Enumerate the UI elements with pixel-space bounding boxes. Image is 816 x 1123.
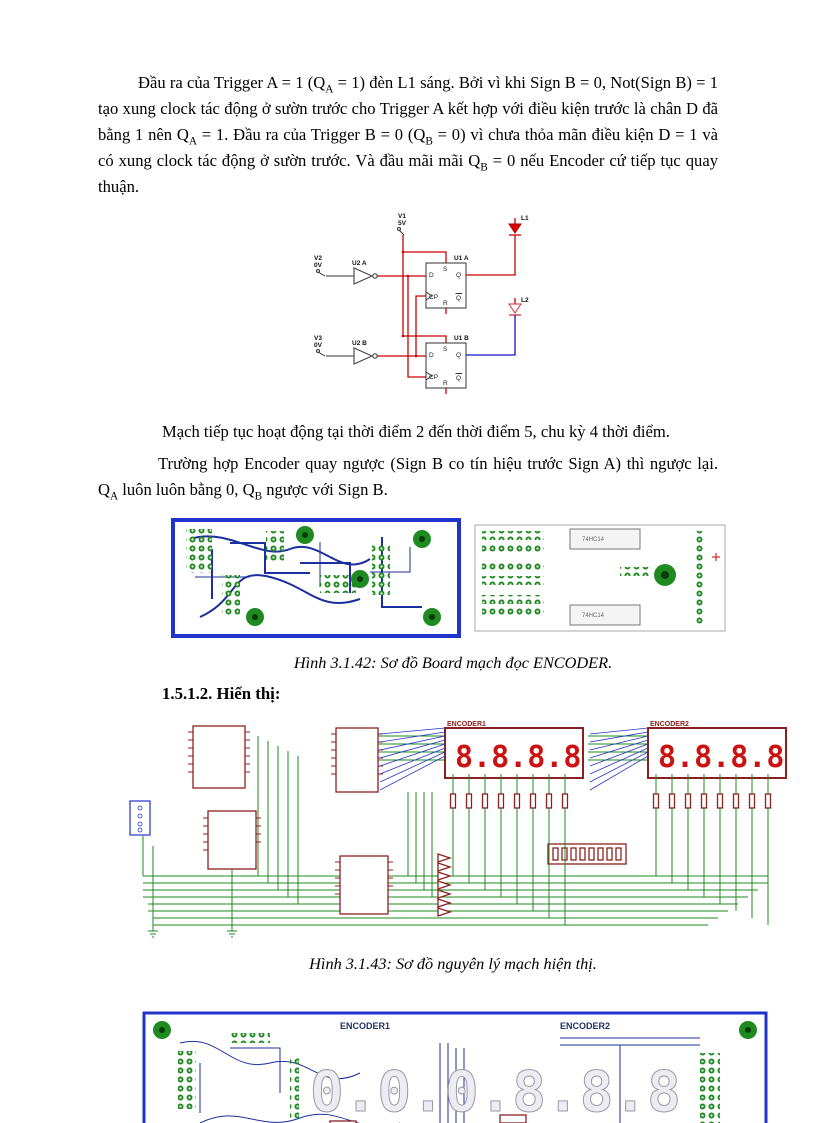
encoder2-label: ENCODER2	[650, 721, 689, 728]
chip-label: 74HC14	[582, 613, 605, 619]
component-footprint	[499, 1114, 527, 1123]
v2-label: V2	[314, 255, 322, 262]
green-wires	[142, 735, 768, 926]
board-copper-side	[171, 518, 461, 638]
display-board-image: ENCODER1 ENCODER2 0.0.0.8.8.8	[142, 1011, 768, 1123]
figure-caption-43: Hình 3.1.43: Sơ đồ nguyên lý mạch hiện t…	[309, 954, 597, 973]
u1a-pin-qbar: Q	[456, 295, 461, 302]
display-board-figure: ENCODER1 ENCODER2 0.0.0.8.8.8	[140, 1003, 770, 1123]
source-v1: V1 5V	[397, 213, 407, 252]
board-encoder2-label: ENCODER2	[560, 1021, 610, 1031]
ground-symbol	[148, 869, 237, 938]
u1b-pin-qbar: Q	[456, 375, 461, 382]
v3-label: V3	[314, 335, 322, 342]
ghost-digits: 0.0.0.8.8.8	[310, 1060, 681, 1123]
pad-array	[290, 1058, 299, 1118]
board-component-side: 74HC14 74HC14	[474, 524, 726, 632]
mounting-hole	[423, 608, 441, 626]
board-outline	[142, 1011, 768, 1123]
v1-label: V1	[398, 213, 406, 220]
u1a-pin-q: Q	[456, 272, 461, 279]
pad-array	[178, 1051, 196, 1109]
pad-array	[230, 1033, 270, 1043]
u1a-pin-r: R	[443, 300, 448, 307]
u1a-pin-cp: CP	[429, 294, 438, 301]
u1b-label: U1 B	[454, 335, 469, 342]
seven-seg-display-1: ENCODER1 8.8.8.8	[444, 721, 584, 779]
u1b-pin-cp: CP	[429, 374, 438, 381]
paragraph-reverse-case: Trường hợp Encoder quay ngược (Sign B co…	[98, 454, 718, 503]
cross-wire-a	[407, 276, 426, 378]
mounting-hole	[413, 530, 431, 548]
ic-block	[203, 810, 261, 870]
display1-resistors	[449, 774, 569, 925]
u1b-pin-r: R	[443, 380, 448, 387]
mounting-hole	[246, 608, 264, 626]
encoder-board-image: 74HC14 74HC14	[171, 518, 726, 638]
page-content: Đầu ra của Trigger A = 1 (QA = 1) đèn L1…	[98, 70, 787, 1123]
flipflop-u1b: U1 B D CP S R Q Q	[425, 335, 469, 394]
v3-value: 0V	[314, 342, 323, 349]
u1b-pin-d: D	[429, 352, 434, 359]
resistor-network	[547, 843, 627, 865]
ic-block	[331, 727, 383, 793]
pad-array	[700, 1053, 720, 1123]
paragraph-trigger-explanation: Đầu ra của Trigger A = 1 (QA = 1) đèn L1…	[98, 73, 718, 196]
mounting-hole	[739, 1021, 757, 1039]
section-heading: 1.5.1.2. Hiển thị:	[162, 684, 281, 703]
flipflop-u1a: U1 A D CP S R Q Q	[425, 255, 469, 314]
display1-digits: 8.8.8.8	[455, 740, 581, 775]
pcb-traces	[179, 1037, 700, 1123]
v1-value: 5V	[398, 220, 407, 227]
chip-label: 74HC14	[582, 537, 605, 543]
ic-chip: 74HC14	[569, 528, 641, 550]
ic-block	[188, 725, 250, 789]
source-v3: V3 0V	[314, 335, 354, 357]
ic-block	[335, 855, 393, 915]
led-l2: L2	[466, 297, 529, 356]
mounting-hole	[153, 1021, 171, 1039]
l2-label: L2	[521, 297, 529, 304]
display2-digits: 8.8.8.8	[658, 740, 784, 775]
inverter-u2a: U2 A	[352, 260, 426, 285]
u1a-pin-s: S	[443, 266, 448, 273]
buffer-array	[437, 853, 453, 917]
display-schematic: ENCODER1 8.8.8.8 ENCODER2 8.8.8.8	[129, 721, 787, 938]
figure-caption-42: Hình 3.1.42: Sơ đồ Board mạch đọc ENCODE…	[293, 653, 613, 672]
input-connector	[129, 800, 151, 836]
board-encoder1-label: ENCODER1	[340, 1021, 390, 1031]
u2a-label: U2 A	[352, 260, 367, 267]
led-l1: L1	[466, 215, 529, 276]
inverter-u2b: U2 B	[352, 340, 426, 365]
component-footprint	[329, 1120, 357, 1123]
cross-wire-b	[415, 295, 426, 356]
ic-chip: 74HC14	[569, 604, 641, 626]
u1b-pin-q: Q	[456, 352, 461, 359]
seven-seg-display-2: ENCODER2 8.8.8.8	[647, 721, 787, 779]
source-v2: V2 0V	[314, 255, 354, 277]
mounting-hole	[351, 570, 369, 588]
u2b-label: U2 B	[352, 340, 367, 347]
flipflop-schematic-figure: V1 5V V2 0V	[308, 208, 558, 413]
u1b-pin-s: S	[443, 346, 448, 353]
paragraph-timing: Mạch tiếp tục hoạt động tại thời điểm 2 …	[162, 422, 670, 441]
flipflop-schematic: V1 5V V2 0V	[314, 213, 529, 394]
encoder-board-figure: 74HC14 74HC14	[170, 517, 730, 644]
display-schematic-figure: ENCODER1 8.8.8.8 ENCODER2 8.8.8.8	[108, 716, 798, 943]
blue-fan-wires	[379, 727, 649, 791]
v2-value: 0V	[314, 262, 323, 269]
mounting-hole	[296, 526, 314, 544]
supply-bus-wire	[402, 251, 447, 343]
mounting-hole	[654, 564, 676, 586]
display2-resistors	[652, 774, 772, 925]
encoder1-label: ENCODER1	[447, 721, 486, 728]
l1-label: L1	[521, 215, 529, 222]
u1a-label: U1 A	[454, 255, 469, 262]
u1a-pin-d: D	[429, 272, 434, 279]
